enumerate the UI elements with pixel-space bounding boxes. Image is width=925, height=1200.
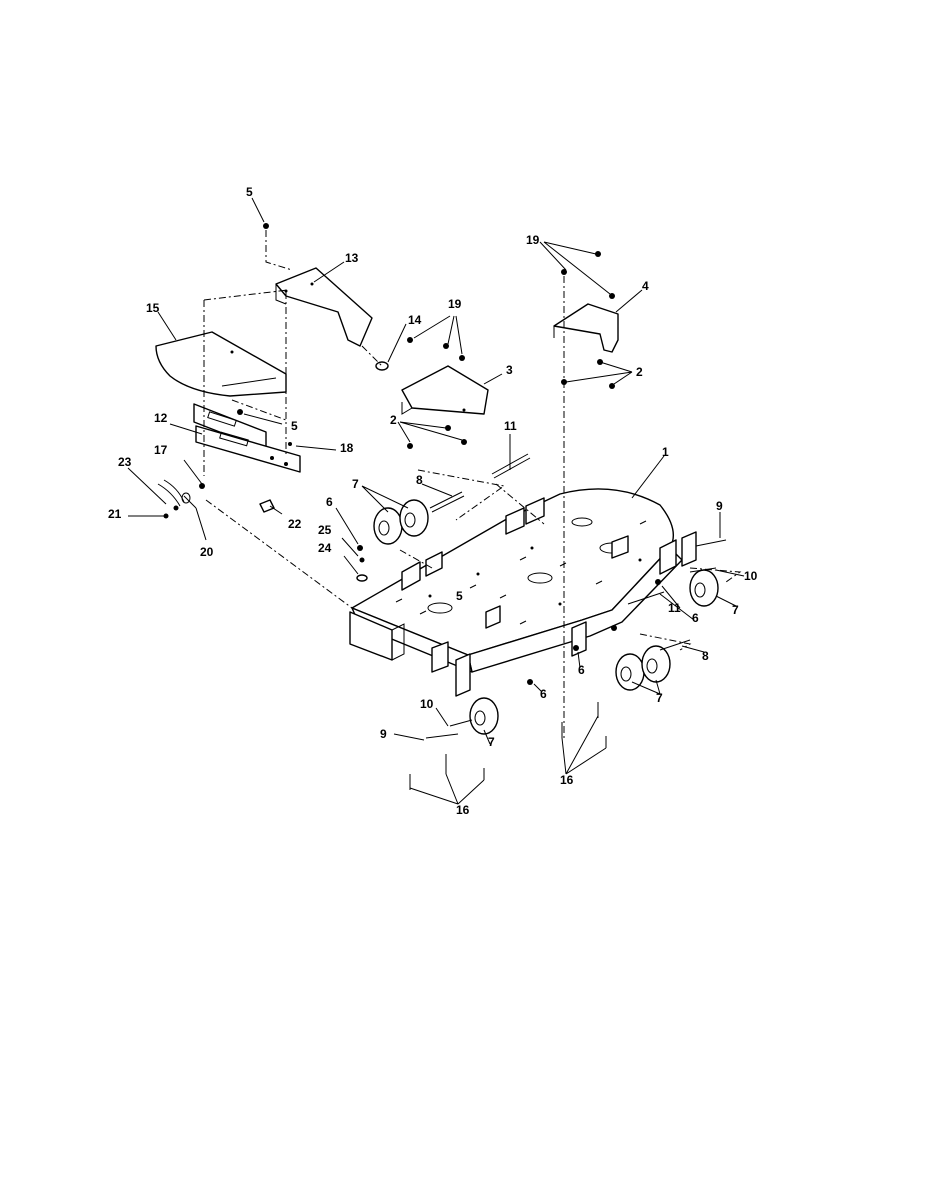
callout-13: 13 — [345, 251, 359, 265]
callout-11-right: 11 — [668, 601, 681, 615]
callout-11-top: 11 — [504, 419, 517, 433]
callout-8-top: 8 — [416, 473, 423, 487]
callout-23: 23 — [118, 455, 132, 469]
callout-21: 21 — [108, 507, 122, 521]
callout-9-right: 9 — [716, 499, 723, 513]
mower-deck — [349, 488, 697, 697]
callout-2-right: 2 — [636, 365, 643, 379]
hinge-bracket — [193, 403, 301, 473]
callout-labels: 5 13 15 14 19 3 5 2 19 4 2 11 1 12 18 17… — [108, 185, 758, 817]
deflector-plate — [155, 331, 287, 397]
callout-2-left: 2 — [390, 413, 397, 427]
callout-7-front: 7 — [656, 691, 663, 705]
deflector-mount — [275, 267, 373, 347]
callout-5-top: 5 — [246, 185, 253, 199]
callout-16-right: 16 — [560, 773, 574, 787]
callout-4: 4 — [642, 279, 649, 293]
callout-1: 1 — [662, 445, 669, 459]
callout-6-bottom: 6 — [540, 687, 547, 701]
callout-16-left: 16 — [456, 803, 470, 817]
anti-scalp-wheels — [373, 499, 719, 735]
callout-19-right: 19 — [526, 233, 540, 247]
callout-10-right: 10 — [744, 569, 758, 583]
callout-18: 18 — [340, 441, 354, 455]
callout-7-right: 7 — [732, 603, 739, 617]
callout-7-bottom: 7 — [488, 735, 495, 749]
callout-5-deck: 5 — [456, 589, 463, 603]
hardware — [157, 223, 727, 790]
callout-15: 15 — [146, 301, 160, 315]
callout-19-left: 19 — [448, 297, 462, 311]
leader-lines — [127, 197, 745, 805]
callout-17: 17 — [154, 443, 168, 457]
callout-5-mid: 5 — [291, 419, 298, 433]
belt-cover-right — [553, 303, 619, 353]
belt-cover — [401, 365, 489, 415]
callout-6-right: 6 — [692, 611, 699, 625]
callout-12: 12 — [154, 411, 168, 425]
callout-24: 24 — [318, 541, 332, 555]
callout-20: 20 — [200, 545, 214, 559]
callout-14: 14 — [408, 313, 422, 327]
callout-6-top: 6 — [326, 495, 333, 509]
callout-3: 3 — [506, 363, 513, 377]
callout-7-top: 7 — [352, 477, 359, 491]
callout-10-bottom: 10 — [420, 697, 434, 711]
callout-9-bottom: 9 — [380, 727, 387, 741]
assembly-lines — [203, 230, 742, 740]
callout-8-right: 8 — [702, 649, 709, 663]
callout-22: 22 — [288, 517, 302, 531]
callout-6-front: 6 — [578, 663, 585, 677]
callout-25: 25 — [318, 523, 332, 537]
